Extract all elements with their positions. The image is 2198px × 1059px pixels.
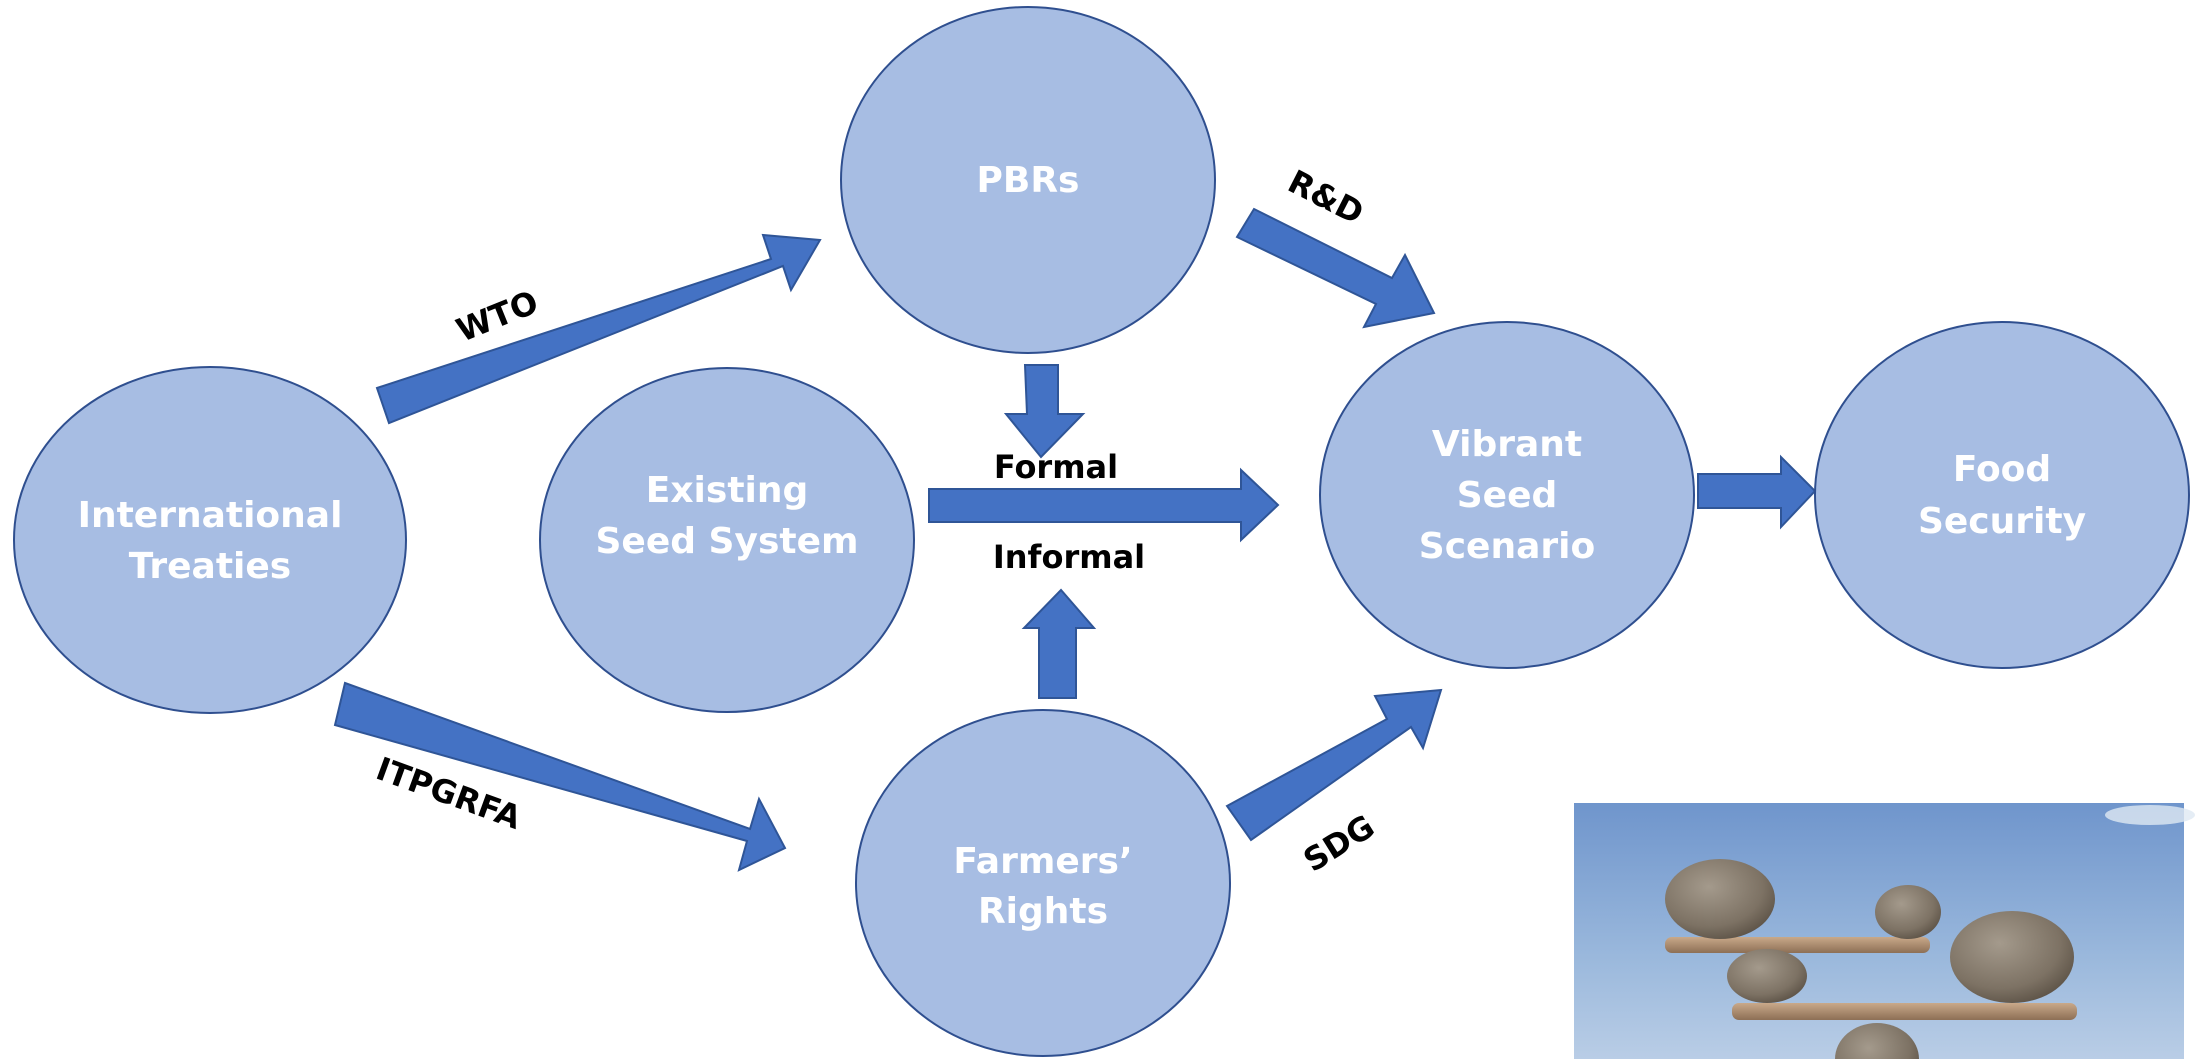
edge-label-formal: Formal [994, 448, 1118, 486]
node-label: Rights [978, 891, 1108, 932]
node-pbrs: PBRs [840, 6, 1216, 354]
node-vibrant-seed-scenario: Vibrant Seed Scenario [1319, 321, 1695, 669]
node-label: Security [1918, 501, 2086, 542]
main-flow-arrow [928, 467, 1280, 543]
node-label: Seed [1457, 475, 1558, 516]
node-existing-seed-system: Existing Seed System [539, 367, 915, 713]
edge-label-rd: R&D [1282, 162, 1370, 232]
node-label: Farmers’ [953, 841, 1132, 882]
food-security-arrow [1697, 454, 1817, 530]
balance-stones-photo [1574, 803, 2195, 1059]
node-label: Vibrant [1432, 424, 1582, 465]
node-food-security: Food Security [1814, 321, 2190, 669]
pbrs-down-arrow [1003, 364, 1086, 459]
edge-label-informal: Informal [993, 538, 1145, 576]
node-label: International [78, 495, 343, 536]
rd-arrow [1235, 207, 1436, 329]
farmers-up-arrow [1021, 588, 1097, 699]
edge-label-sdg: SDG [1297, 807, 1381, 879]
node-label: Seed System [595, 521, 858, 562]
itpgrfa-arrow [333, 681, 787, 872]
node-label: Existing [646, 470, 809, 511]
sdg-arrow [1225, 688, 1443, 842]
node-farmers-rights: Farmers’ Rights [855, 709, 1231, 1057]
wto-arrow [375, 233, 822, 425]
node-label: Scenario [1419, 526, 1595, 567]
node-label: Treaties [129, 546, 291, 587]
node-label: Food [1953, 449, 2051, 490]
node-label: PBRs [977, 160, 1080, 201]
node-international-treaties: International Treaties [13, 366, 407, 714]
